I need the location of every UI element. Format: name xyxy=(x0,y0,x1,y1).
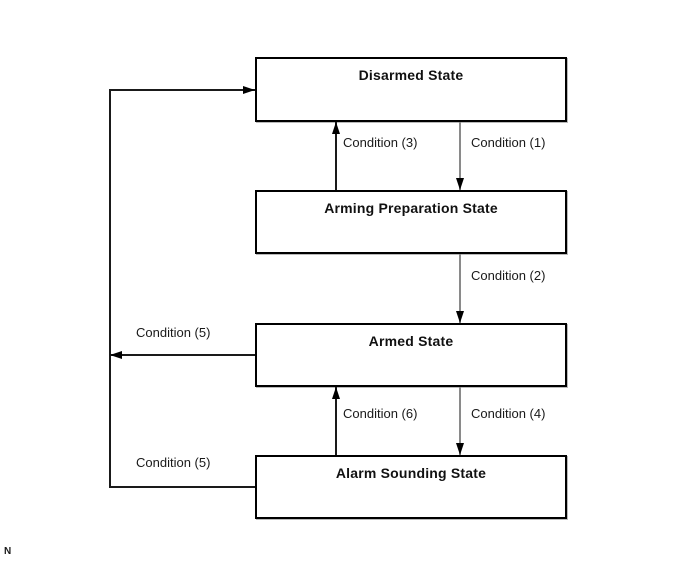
state-label-arming-preparation: Arming Preparation State xyxy=(324,200,498,216)
transition-line-condition-1 xyxy=(459,122,461,190)
arrowhead-down-condition-4-icon xyxy=(456,443,464,455)
transition-label-condition-5-upper: Condition (5) xyxy=(136,325,211,340)
transition-label-condition-2: Condition (2) xyxy=(471,268,546,283)
transition-line-condition-2 xyxy=(459,254,461,323)
transition-line-condition-3 xyxy=(335,122,337,190)
arrowhead-down-condition-1-icon xyxy=(456,178,464,190)
transition-label-condition-1: Condition (1) xyxy=(471,135,546,150)
state-box-armed: Armed State xyxy=(255,323,567,387)
state-box-alarm-sounding: Alarm Sounding State xyxy=(255,455,567,519)
loopback-top-line xyxy=(109,89,255,91)
arrowhead-right-loopback-icon xyxy=(243,86,255,94)
transition-label-condition-4: Condition (4) xyxy=(471,406,546,421)
arrowhead-up-condition-3-icon xyxy=(332,122,340,134)
footnote-marker: N xyxy=(4,546,12,557)
transition-label-condition-5-lower: Condition (5) xyxy=(136,455,211,470)
transition-label-condition-3: Condition (3) xyxy=(343,135,418,150)
arrowhead-down-condition-2-icon xyxy=(456,311,464,323)
transition-line-condition-6 xyxy=(335,387,337,455)
arrowhead-left-condition-5-icon xyxy=(110,351,122,359)
loopback-vertical-line xyxy=(109,89,111,487)
arrowhead-up-condition-6-icon xyxy=(332,387,340,399)
state-box-disarmed: Disarmed State xyxy=(255,57,567,122)
state-label-disarmed: Disarmed State xyxy=(358,67,464,83)
state-label-armed: Armed State xyxy=(368,333,454,349)
state-box-arming-preparation: Arming Preparation State xyxy=(255,190,567,254)
transition-line-condition-4 xyxy=(459,387,461,455)
transition-line-condition-5-upper xyxy=(110,354,255,356)
state-label-alarm-sounding: Alarm Sounding State xyxy=(335,465,487,481)
transition-label-condition-6: Condition (6) xyxy=(343,406,418,421)
transition-line-condition-5-lower xyxy=(109,486,255,488)
